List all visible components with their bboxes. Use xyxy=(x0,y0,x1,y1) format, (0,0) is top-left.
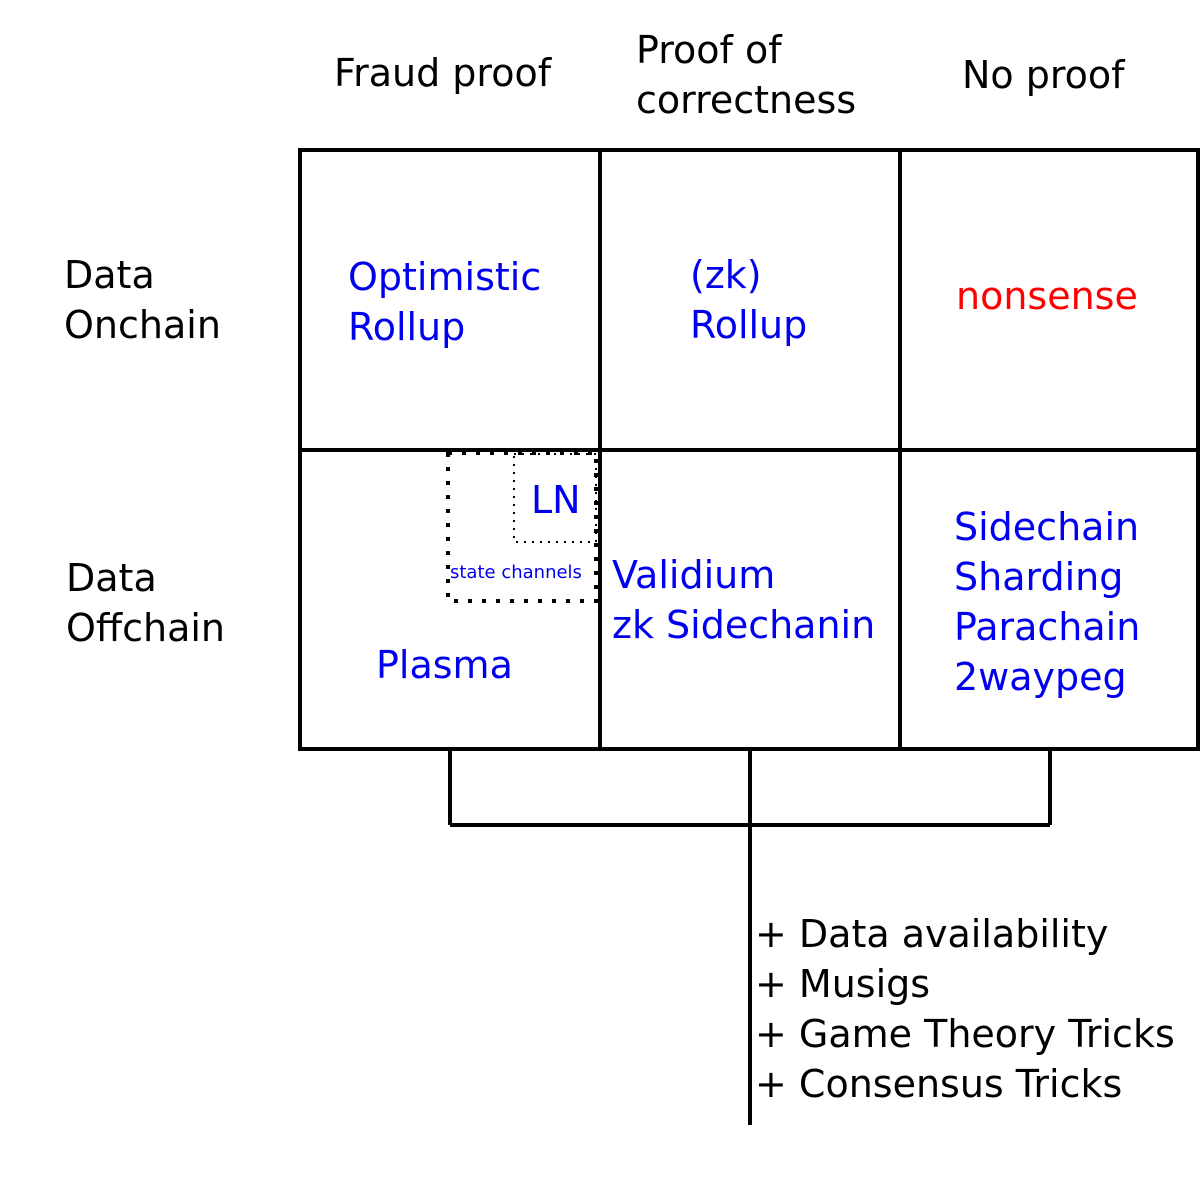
cell-parachain: Parachain xyxy=(954,605,1141,649)
row-header-data-onchain: Data Onchain xyxy=(64,250,221,350)
cell-state-channels-text: state channels xyxy=(450,562,582,583)
cell-ln: LN xyxy=(531,475,581,525)
cell-zk-rollup-line-2: Rollup xyxy=(690,303,808,347)
cell-2waypeg: 2waypeg xyxy=(954,655,1127,699)
cell-optimistic-rollup-line-2: Rollup xyxy=(348,305,466,349)
ln-box xyxy=(513,453,597,543)
cell-zk-rollup: (zk) Rollup xyxy=(690,250,807,350)
extras-list: + Data availability + Musigs + Game Theo… xyxy=(755,909,1175,1109)
cell-validium-line-2: zk Sidechanin xyxy=(612,603,876,647)
column-header-no-proof-text: No proof xyxy=(962,53,1125,97)
extra-game-theory-tricks: + Game Theory Tricks xyxy=(755,1012,1175,1056)
cell-validium: Validium zk Sidechanin xyxy=(612,550,875,650)
column-header-proof-of-correctness-line-1: Proof of xyxy=(636,28,782,72)
column-header-proof-of-correctness-line-2: correctness xyxy=(636,78,857,122)
extra-musigs: + Musigs xyxy=(755,962,931,1006)
row-header-data-onchain-line-1: Data xyxy=(64,253,155,297)
cell-optimistic-rollup: Optimistic Rollup xyxy=(348,252,541,352)
cell-nonsense: nonsense xyxy=(956,271,1138,321)
column-header-no-proof: No proof xyxy=(962,50,1125,100)
cell-nonsense-text: nonsense xyxy=(956,274,1138,318)
column-header-proof-of-correctness: Proof of correctness xyxy=(636,25,856,125)
extra-data-availability: + Data availability xyxy=(755,912,1109,956)
cell-plasma-text: Plasma xyxy=(376,643,513,687)
cell-state-channels: state channels xyxy=(450,562,582,584)
row-header-data-onchain-line-2: Onchain xyxy=(64,303,221,347)
column-header-fraud-proof: Fraud proof xyxy=(334,48,551,98)
row-header-data-offchain-line-1: Data xyxy=(66,556,157,600)
cell-ln-text: LN xyxy=(531,478,581,522)
column-header-fraud-proof-text: Fraud proof xyxy=(334,51,552,95)
cell-sidechain-list: Sidechain Sharding Parachain 2waypeg xyxy=(954,502,1140,702)
row-header-data-offchain: Data Offchain xyxy=(66,553,225,653)
cell-validium-line-1: Validium xyxy=(612,553,776,597)
extra-consensus-tricks: + Consensus Tricks xyxy=(755,1062,1123,1106)
row-header-data-offchain-line-2: Offchain xyxy=(66,606,225,650)
cell-plasma: Plasma xyxy=(376,640,513,690)
cell-optimistic-rollup-line-1: Optimistic xyxy=(348,255,542,299)
cell-zk-rollup-line-1: (zk) xyxy=(690,253,762,297)
cell-sidechain: Sidechain xyxy=(954,505,1140,549)
cell-sharding: Sharding xyxy=(954,555,1124,599)
